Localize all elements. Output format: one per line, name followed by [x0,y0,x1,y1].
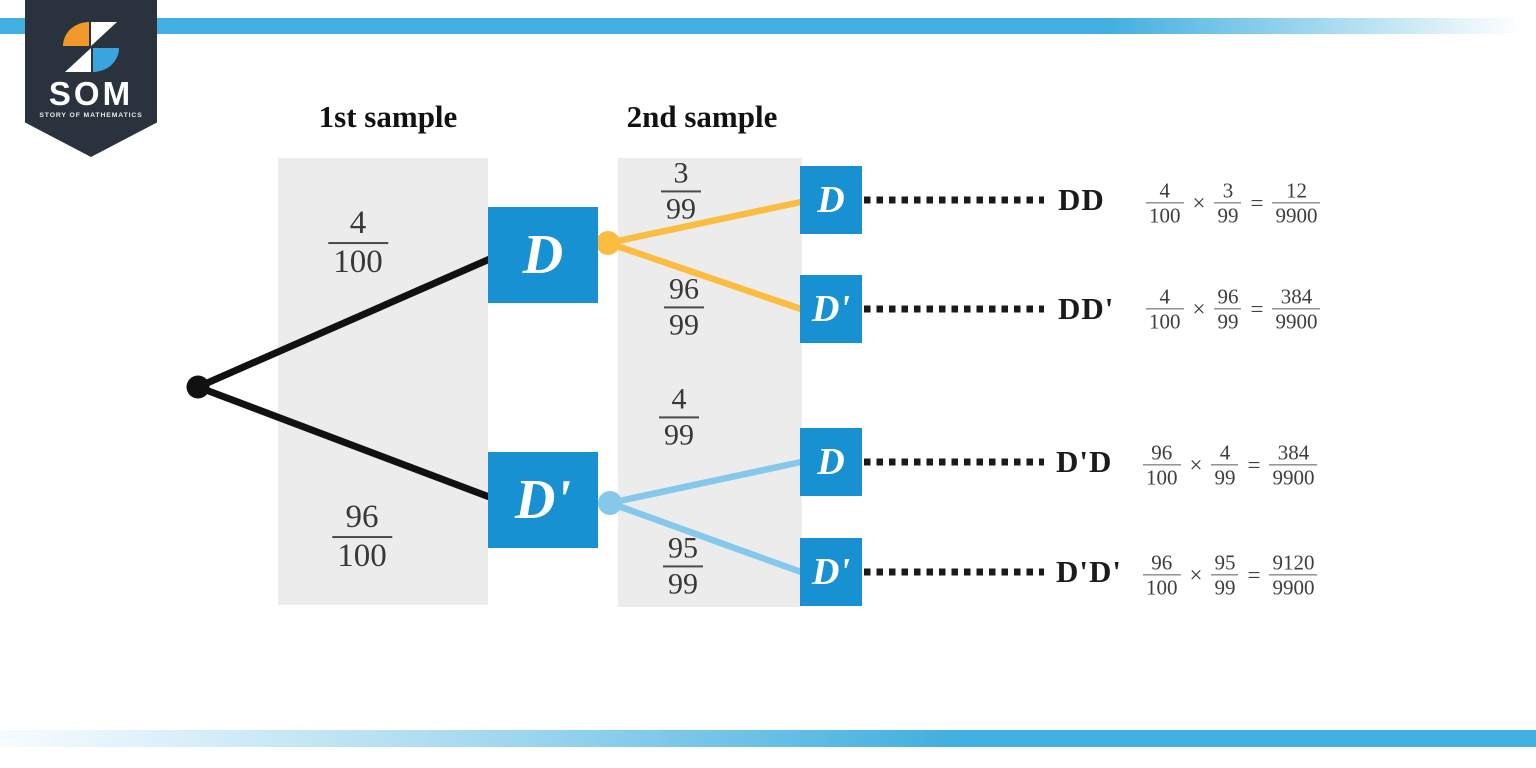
fraction-denominator: 9900 [1272,202,1321,228]
outcome-label-ddprime: DD' [1058,291,1115,326]
fraction-denominator: 100 [1146,202,1184,228]
node-box-d-level1: D [488,207,598,303]
fraction-numerator: 4 [1159,284,1171,309]
fraction-denominator: 99 [1214,308,1242,334]
fraction-denominator: 9900 [1272,308,1321,334]
fraction-denominator: 100 [332,536,392,575]
fraction-denominator: 99 [1211,574,1239,600]
times-sign: × [1189,562,1203,587]
fraction-numerator: 9120 [1272,550,1315,575]
times-sign: × [1192,190,1206,215]
fraction-denominator: 9900 [1269,574,1318,600]
node-box-dprimed: D [800,428,862,496]
fraction-numerator: 12 [1285,178,1307,203]
branch-dprime-to-dprimed [606,458,805,507]
fraction-denominator: 100 [1143,464,1181,490]
branch-root-to-d [194,254,496,391]
fraction-denominator: 99 [659,416,699,452]
brand-name: SOM [48,75,134,112]
fraction-denominator: 99 [1211,464,1239,490]
fraction-denominator: 100 [1146,308,1184,334]
d-junction-dot [596,231,620,255]
fraction-numerator: 96 [1217,284,1239,309]
fraction-numerator: 4 [349,205,367,242]
outcome-label-dprimed: D'D [1056,444,1113,479]
fraction-numerator: 4 [1219,440,1231,465]
node-box-dprime-level1: D' [488,452,598,548]
fraction-numerator: 95 [1214,550,1236,575]
probability-fraction-ddprime: 96 99 [664,272,704,341]
fraction-denominator: 99 [661,190,701,226]
probability-fraction-dprimedprime: 95 99 [663,531,703,600]
equals-sign: = [1250,190,1264,215]
node-box-dprimedprime: D' [800,538,862,606]
probability-fraction-dprimed: 4 99 [659,382,699,451]
fraction-numerator: 96 [1151,440,1173,465]
node-box-dd: D [800,166,862,234]
branch-root-to-dprime [194,383,496,502]
fraction-numerator: 96 [1151,550,1173,575]
probability-fraction-dprime: 96 100 [332,499,392,575]
node-box-ddprime: D' [800,275,862,343]
branch-d-to-dd [604,198,805,247]
probability-fraction-dd: 3 99 [661,156,701,225]
column-header-second-sample: 2nd sample [626,99,778,134]
fraction-denominator: 99 [664,306,704,342]
outcome-label-dprimedprime: D'D' [1056,554,1122,589]
equals-sign: = [1250,296,1264,321]
fraction-numerator: 96 [669,272,699,306]
top-accent-bar [0,18,1536,34]
som-pinwheel-icon [63,22,119,72]
fraction-denominator: 100 [328,242,388,281]
sample1-probability-panel [278,158,488,605]
fraction-denominator: 100 [1143,574,1181,600]
fraction-denominator: 99 [1214,202,1242,228]
equals-sign: = [1247,562,1261,587]
dprime-junction-dot [598,491,622,515]
fraction-numerator: 4 [1159,178,1171,203]
bottom-accent-bar [0,730,1536,747]
som-logo-badge: SOM STORY OF MATHEMATICS [25,0,157,157]
outcome-label-dd: DD [1058,182,1105,217]
fraction-numerator: 3 [1222,178,1234,203]
equals-sign: = [1247,452,1261,477]
fraction-numerator: 96 [345,499,379,536]
fraction-numerator: 384 [1277,440,1310,465]
fraction-denominator: 99 [663,565,703,601]
fraction-numerator: 3 [673,156,689,190]
times-sign: × [1192,296,1206,321]
fraction-denominator: 9900 [1269,464,1318,490]
column-header-first-sample: 1st sample [318,99,458,134]
fraction-numerator: 384 [1280,284,1313,309]
probability-fraction-d: 4 100 [328,205,388,281]
times-sign: × [1189,452,1203,477]
branch-dprime-to-dprimedprime [606,499,805,576]
root-node-dot [186,375,210,399]
fraction-numerator: 95 [668,531,698,565]
branch-d-to-ddprime [604,239,805,313]
brand-tagline: STORY OF MATHEMATICS [39,112,143,119]
fraction-numerator: 4 [671,382,687,416]
